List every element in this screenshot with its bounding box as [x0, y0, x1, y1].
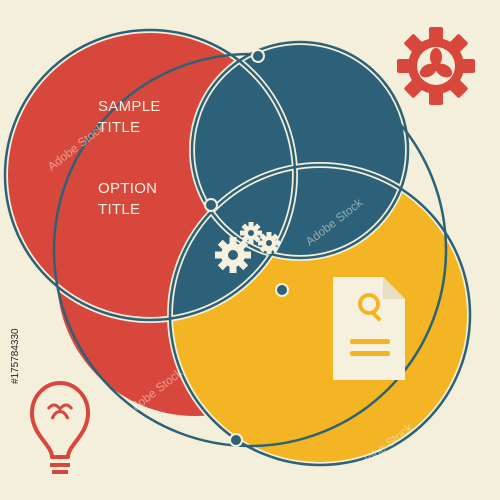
- option-title-block: OPTION TITLE: [98, 178, 157, 220]
- image-id: #175784330: [10, 328, 21, 384]
- block-subheading: TITLE: [98, 201, 141, 218]
- gear-with-fan-icon: [397, 27, 475, 105]
- venn-junction-dots: [204, 49, 289, 447]
- document-search-icon: [333, 277, 405, 380]
- gears-icon: [215, 222, 280, 273]
- venn-outlines: [3, 28, 472, 467]
- block-subheading: TITLE: [98, 119, 141, 136]
- lightbulb-icon: [30, 381, 90, 474]
- block-heading: SAMPLE: [98, 98, 161, 115]
- block-heading: OPTION: [98, 180, 158, 197]
- sample-title-block: SAMPLE TITLE: [98, 96, 161, 138]
